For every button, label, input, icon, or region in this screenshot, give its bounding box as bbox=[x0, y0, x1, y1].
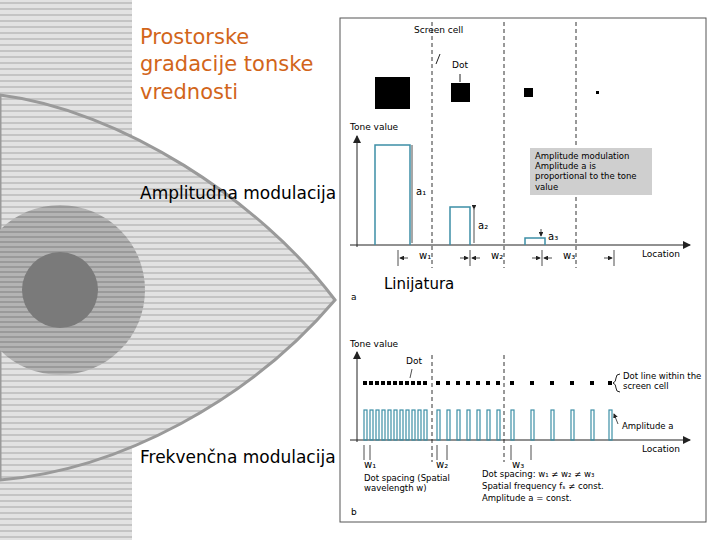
panel-letter: a bbox=[351, 292, 357, 302]
dimension-label: w₂ bbox=[436, 459, 448, 471]
pupil bbox=[22, 252, 98, 328]
dimension-label: w₃ bbox=[512, 459, 524, 471]
section-label: Amplitudna modulacija bbox=[140, 184, 336, 204]
note-text: Spatial frequency fₛ ≠ const. bbox=[482, 482, 604, 492]
note-box: Amplitude modulationAmplitude a is propo… bbox=[530, 148, 652, 195]
dimension-label: a₁ bbox=[416, 186, 426, 198]
dimension-label: a₃ bbox=[548, 231, 558, 243]
axis-label: Location bbox=[642, 249, 680, 259]
dimension-label: w₂ bbox=[491, 250, 503, 262]
dimension-label: w₁ bbox=[364, 459, 376, 471]
note-body: Amplitude a is proportional to the tone … bbox=[535, 161, 647, 192]
note-text: Dot spacing (Spatial wavelength w) bbox=[364, 474, 474, 494]
iris bbox=[0, 205, 145, 375]
axis-label: Tone value bbox=[350, 339, 398, 349]
dimension-label: w₁ bbox=[419, 250, 431, 262]
callout-label: Amplitude a bbox=[622, 422, 673, 432]
figure-panel bbox=[340, 18, 706, 522]
callout-label: Screen cell bbox=[414, 25, 463, 35]
note-heading: Amplitude modulation bbox=[535, 151, 647, 161]
callout-label: Dot line within the screen cell bbox=[623, 372, 703, 392]
panel-letter: b bbox=[351, 507, 357, 517]
axis-label: Tone value bbox=[350, 122, 398, 132]
eye-shape bbox=[0, 95, 335, 480]
section-label: Linijatura bbox=[384, 276, 454, 293]
dimension-label: a₂ bbox=[478, 220, 488, 232]
callout-label: Dot bbox=[452, 60, 468, 70]
note-text: Amplitude a = const. bbox=[482, 494, 572, 504]
note-text: Dot spacing: w₁ ≠ w₂ ≠ w₃ bbox=[482, 470, 594, 480]
axis-label: Location bbox=[642, 444, 680, 454]
section-label: Frekvenčna modulacija bbox=[140, 448, 336, 468]
callout-label: Dot bbox=[406, 356, 422, 366]
dimension-label: w₃ bbox=[563, 250, 575, 262]
slide-title: Prostorske gradacije tonske vrednosti bbox=[140, 24, 340, 106]
